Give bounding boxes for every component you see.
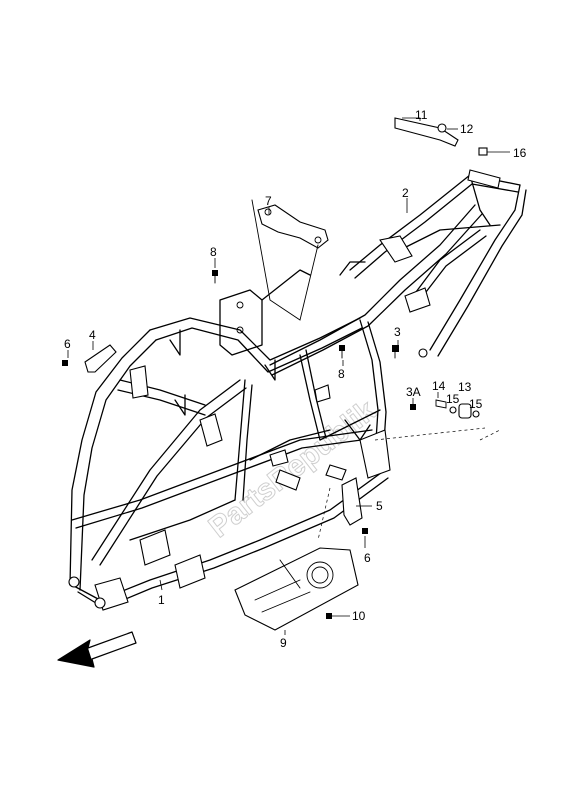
- callout-7: 7: [265, 194, 272, 208]
- callout-6: 6: [64, 337, 71, 351]
- bolt-part-8[interactable]: [339, 345, 345, 359]
- callout-9: 9: [280, 636, 287, 650]
- callout-10: 10: [352, 609, 366, 623]
- bracket-part-7[interactable]: [257, 204, 329, 249]
- callout-3: 3: [394, 325, 401, 339]
- bolt-part-3[interactable]: [392, 345, 399, 359]
- bracket-part-11[interactable]: [394, 117, 459, 147]
- callout-12: 12: [460, 122, 474, 136]
- washer-part-15[interactable]: [472, 410, 480, 418]
- rear-frame-part-2[interactable]: [339, 169, 527, 358]
- front-direction-arrow-icon: [57, 631, 137, 668]
- callout-5: 5: [376, 499, 383, 513]
- bolt-part-3a[interactable]: [410, 404, 416, 410]
- bracket-part-4[interactable]: [84, 344, 117, 373]
- callout-13: 13: [458, 380, 472, 394]
- callout-14: 14: [432, 379, 446, 393]
- bolt-part-6[interactable]: [62, 360, 68, 366]
- callout-15: 15: [469, 397, 483, 411]
- bolt-part-14[interactable]: [435, 399, 447, 409]
- callout-4: 4: [89, 328, 96, 342]
- callout-3a: 3A: [406, 385, 421, 399]
- bolt-part-8[interactable]: [212, 270, 218, 284]
- callout-2: 2: [402, 186, 409, 200]
- bracket-part-5[interactable]: [341, 477, 363, 526]
- assembly-line: [479, 429, 501, 441]
- callout-1: 1: [158, 593, 165, 607]
- main-frame-part-1[interactable]: [68, 204, 483, 611]
- callout-16: 16: [513, 146, 527, 160]
- nut-part-16[interactable]: [478, 147, 488, 156]
- skid-plate-part-9[interactable]: [234, 547, 359, 631]
- washer-part-15[interactable]: [449, 406, 457, 414]
- callout-6: 6: [364, 551, 371, 565]
- callout-8: 8: [338, 367, 345, 381]
- callout-15: 15: [446, 392, 460, 406]
- bushing-part-13[interactable]: [458, 403, 472, 419]
- bolt-part-6[interactable]: [362, 528, 368, 534]
- callout-11: 11: [415, 108, 428, 122]
- callout-8: 8: [210, 245, 217, 259]
- bolt-part-12[interactable]: [437, 123, 447, 133]
- assembly-line: [317, 487, 331, 541]
- bolt-part-10[interactable]: [326, 613, 332, 619]
- leader-lines: [67, 117, 510, 635]
- assembly-line: [374, 427, 486, 441]
